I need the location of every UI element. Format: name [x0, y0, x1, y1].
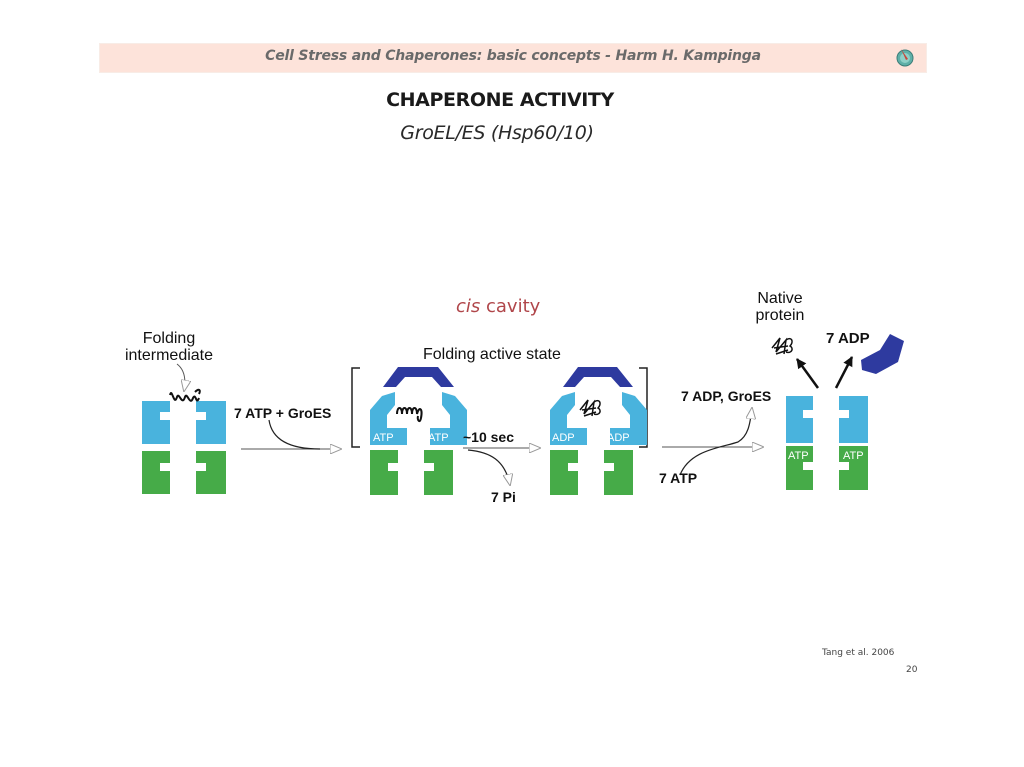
native-protein: [771, 337, 793, 355]
atp-label-right: ATP: [428, 432, 449, 444]
trans-ring-left: [786, 446, 813, 490]
cis-ring-left: [370, 392, 407, 445]
step2-byproduct-label: 7 Pi: [491, 489, 516, 505]
trans-ring-left: [142, 451, 170, 494]
bracket-right: [639, 367, 648, 448]
atp-label-left: ATP: [373, 432, 394, 444]
folding-intermediate-label: Folding intermediate: [111, 330, 227, 364]
adp-label-left: ADP: [552, 432, 575, 444]
released-groes: [861, 334, 904, 374]
header-title: Cell Stress and Chaperones: basic concep…: [265, 48, 761, 64]
trans-ring-left: [370, 450, 398, 495]
university-seal-icon: [896, 49, 914, 67]
cis-ring-right: [610, 392, 647, 445]
cis-ring-left: [786, 396, 813, 443]
groes-cap: [383, 367, 454, 387]
cis-ring-right: [196, 401, 226, 444]
label-line-1: Native: [757, 290, 803, 307]
slide-title: CHAPERONE ACTIVITY: [386, 89, 614, 111]
folded-protein: [579, 399, 601, 417]
cis-ring-right: [430, 392, 467, 445]
cis-cavity-label: cis cavity: [456, 296, 540, 317]
trans-ring-right: [424, 450, 453, 495]
encapsulated-protein: [396, 407, 423, 423]
stage1-groel: [142, 363, 226, 494]
release-arrow-protein: [795, 358, 820, 389]
step3-top-label: 7 ADP, GroES: [681, 388, 772, 404]
cis-ring-right: [839, 396, 868, 443]
intermediate-pointer-arrow: [176, 363, 185, 391]
cis-italic: cis: [456, 296, 481, 317]
adp-label-right: ADP: [607, 432, 630, 444]
step3-bottom-label: 7 ATP: [659, 470, 698, 486]
folding-active-state-label: Folding active state: [423, 346, 561, 363]
trans-ring-right: [839, 446, 868, 490]
reference-citation: Tang et al. 2006: [822, 648, 895, 658]
atp-label-left: ATP: [788, 450, 809, 462]
stage4-groel-release: ATP ATP: [771, 334, 904, 490]
stage2-groel-atp: ATP ATP: [370, 367, 467, 495]
stage3-groel-adp: ADP ADP: [550, 367, 647, 495]
cis-ring-left: [142, 401, 170, 444]
step1-arrow-label: 7 ATP + GroES: [234, 405, 332, 421]
header-bar: Cell Stress and Chaperones: basic concep…: [99, 43, 927, 73]
released-adp-label: 7 ADP: [826, 330, 870, 347]
arrow-step1: [241, 419, 341, 449]
slide-subtitle: GroEL/ES (Hsp60/10): [400, 122, 594, 144]
folding-intermediate-protein: [169, 388, 201, 402]
bracket-left: [351, 367, 360, 448]
groes-cap: [563, 367, 633, 387]
trans-ring-right: [604, 450, 633, 495]
arrow-step2: [463, 448, 540, 485]
cis-ring-left: [550, 392, 587, 445]
release-arrow-adp: [834, 356, 854, 389]
native-protein-label: Native protein: [748, 290, 812, 324]
trans-ring-right: [196, 451, 226, 494]
atp-label-right: ATP: [843, 450, 864, 462]
label-line-1: Folding: [142, 330, 196, 347]
step2-time-label: ~10 sec: [463, 429, 514, 445]
page-number: 20: [906, 665, 918, 675]
label-line-2: intermediate: [124, 347, 214, 364]
label-line-2: protein: [755, 307, 805, 324]
arrow-step3: [662, 408, 763, 476]
trans-ring-left: [550, 450, 578, 495]
cis-rest: cavity: [480, 296, 541, 317]
